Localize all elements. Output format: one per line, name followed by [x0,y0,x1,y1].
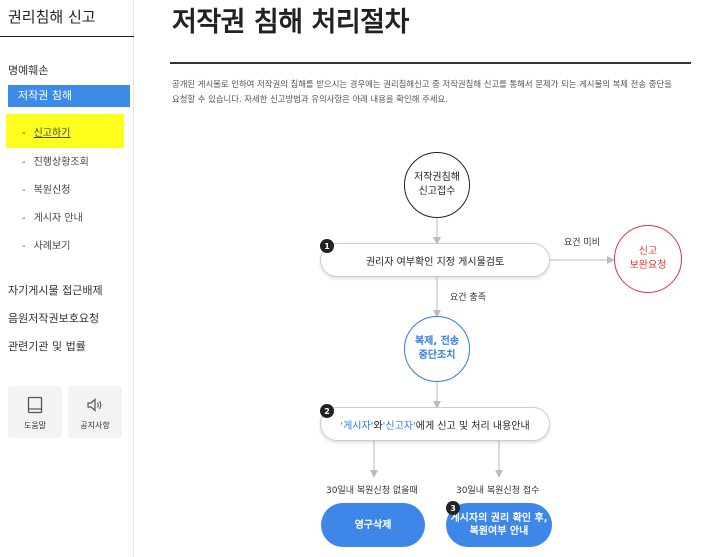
sub-item-label: 게시자 안내 [33,213,83,224]
step1-badge: 1 [320,239,334,253]
node-line: 신고접수 [418,186,456,197]
step1-label: 권리자 여부확인 지정 게시물검토 [365,256,505,268]
reporter-label: '신고자' [382,420,416,432]
node-line: 중단조치 [418,350,456,361]
node-line: 복원여부 안내 [469,526,529,537]
speaker-icon [87,398,102,412]
requirement-ok-label: 요건 충족 [450,293,486,303]
sub-dash: - [22,213,26,224]
help-button[interactable]: 도움말 [8,386,62,438]
sidebar-title-divider [0,36,134,37]
sub-item-status[interactable]: -진행상황조회 [22,153,89,168]
sidebar-item-music-copyright[interactable]: 음원저작권보호요청 [8,312,100,325]
sub-item-label: 복원신청 [33,185,71,196]
flow-connectors [370,218,615,478]
sub-item-label: 사례보기 [33,241,71,252]
sub-dash: - [22,185,26,196]
process-flowchart: 저작권침해 신고접수 권리자 여부확인 지정 게시물검토 1 요건 미비 신고 … [150,140,720,557]
intro-text: 공개된 게시물로 인하여 저작권의 침해를 받으시는 경우에는 권리침해신고 중… [172,79,672,104]
sub-dash: - [22,128,26,139]
sub-item-label: 진행상황조회 [33,157,89,168]
sub-item-restore[interactable]: -복원신청 [22,181,70,196]
poster-label: '게시자' [340,420,374,432]
restore-condition: 30일내 복원신청 접수 [456,486,540,496]
sub-item-report[interactable]: -신고하기 [22,124,70,139]
step1-review-box: 권리자 여부확인 지정 게시물검토 [320,243,550,277]
sub-item-poster-guide[interactable]: -게시자 안내 [22,209,83,224]
page-title: 저작권 침해 처리절차 [172,7,409,38]
no-restore-condition: 30일내 복원신청 없을때 [326,486,418,496]
supplement-request-node: 신고 보완요청 [614,225,682,293]
step3-badge: 3 [446,501,460,515]
notify-label: 에게 신고 및 처리 내용안내 [415,420,530,432]
permanent-delete-node: 영구삭제 [321,503,425,547]
highlight-marker [6,114,124,148]
help-label: 도움말 [23,421,47,430]
notice-label: 공지사항 [80,421,110,430]
and-label: 와 [373,420,383,432]
sub-dash: - [22,241,26,252]
step2-notify-box: '게시자' 와 '신고자' 에게 신고 및 처리 내용안내 [320,407,550,441]
sub-item-cases[interactable]: -사례보기 [22,237,70,252]
sidebar-item-defamation[interactable]: 명예훼손 [8,64,49,77]
node-line: 저작권침해 [414,172,460,183]
sidebar: 권리침해 신고 명예훼손 저작권 침해 -신고하기 -진행상황조회 -복원신청 … [0,0,134,557]
report-received-node: 저작권침해 신고접수 [404,152,470,218]
node-line: 게시자의 권리 확인 후, [450,513,548,524]
requirement-fail-label: 요건 미비 [564,238,600,248]
node-line: 신고 [638,246,658,257]
step2-badge: 2 [320,404,334,418]
sidebar-item-agencies[interactable]: 관련기관 및 법률 [8,340,86,353]
node-line: 복제, 전송 [414,336,460,347]
sub-item-label: 신고하기 [33,128,71,139]
node-line: 보완요청 [629,260,667,271]
takedown-node: 복제, 전송 중단조치 [404,316,470,382]
notice-button[interactable]: 공지사항 [68,386,122,438]
title-divider [170,62,691,64]
sidebar-item-copyright[interactable]: 저작권 침해 [8,85,130,107]
sidebar-item-self-exclusion[interactable]: 자기게시물 접근배제 [8,284,103,297]
sub-dash: - [22,157,26,168]
restore-decision-node: 게시자의 권리 확인 후, 복원여부 안내 [446,503,552,547]
sidebar-title: 권리침해 신고 [8,8,96,26]
book-icon [27,396,43,414]
